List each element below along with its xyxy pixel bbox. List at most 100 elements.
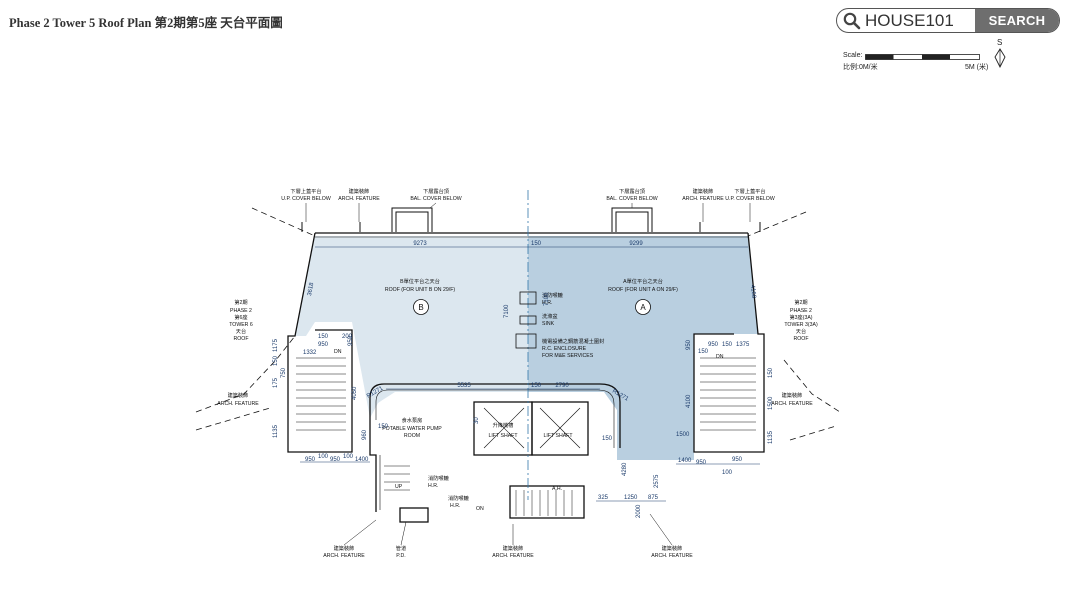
dim-r-950v: 950 (686, 339, 692, 350)
top-up2-zh: 下層上蓋平台 (734, 187, 765, 195)
arch-left-label: ARCH. FEATURE (217, 401, 259, 407)
dim-r-150v: 150 (768, 367, 774, 378)
bot-arch1-zh: 建築裝飾 (334, 544, 355, 552)
bot-pd-zh: 管道 (396, 544, 406, 552)
top-arch-label: ARCH. FEATURE (338, 196, 380, 202)
dim-top-right: 9299 (629, 241, 643, 247)
dim-top-left: 9273 (413, 241, 427, 247)
dim-core-top-mid: 150 (531, 383, 542, 389)
arch-left-zh: 建築裝飾 (228, 391, 249, 399)
dim-l-1400: 1400 (355, 457, 369, 463)
roof-a-label: ROOF (FOR UNIT A ON 29/F) (608, 287, 678, 293)
tower6-label: TOWER 6 (229, 322, 253, 328)
hr2-zh: 消防喉轆 (428, 474, 449, 482)
dim-c-4280: 4280 (622, 462, 628, 476)
unit-b-marker (413, 299, 429, 315)
dim-l-750: 750 (281, 367, 287, 378)
bot-arch3-label: ARCH. FEATURE (651, 553, 693, 559)
leader-lines (305, 202, 751, 546)
search-box: SEARCH (836, 8, 1060, 33)
bot-arch2-zh: 建築裝飾 (503, 544, 524, 552)
dim-core-top-left: 5535 (457, 383, 471, 389)
scale-label: Scale: (843, 52, 863, 59)
sink-label: SINK (542, 321, 555, 327)
dim-r-1400: 1400 (678, 458, 692, 464)
top-bal2-label: BAL. COVER BELOW (606, 196, 657, 202)
dim-r-1500v: 1500 (768, 396, 774, 410)
site-boundary-lines (195, 207, 841, 441)
dn-left-label: DN (334, 349, 342, 355)
equipment-boxes (515, 291, 537, 349)
dim-r-1500: 1500 (676, 432, 690, 438)
tower6-zh: 第6座 (234, 313, 247, 321)
hr3-zh: 消防喉轆 (448, 494, 469, 502)
north-arrow-icon (994, 48, 1006, 68)
dim-r-950c: 950 (696, 460, 707, 466)
pump-zh: 食水泵房 (402, 416, 423, 424)
roof-area-b (295, 236, 528, 418)
top-bal2-zh: 下層露台頂 (619, 187, 646, 195)
dim-c-150: 150 (602, 436, 613, 442)
roof-right-label: ROOF (794, 336, 809, 342)
pump-label-2: ROOM (404, 433, 420, 439)
dim-l-100b: 100 (343, 454, 354, 460)
page-title: Phase 2 Tower 5 Roof Plan 第2期第5座 天台平面圖 (9, 16, 283, 30)
dim-l-950c: 950 (305, 457, 316, 463)
rc-zh: 機電設備之鋼筋混凝土圍封 (542, 337, 604, 345)
dim-l-960: 960 (362, 429, 368, 440)
hr3-label: H.R. (450, 503, 460, 509)
top-bal-label: BAL. COVER BELOW (410, 196, 461, 202)
arch-right-zh: 建築裝飾 (782, 391, 803, 399)
scale-zero-label: 比例:0M/米 (843, 64, 878, 71)
dim-l-175: 175 (273, 377, 279, 388)
dim-r-950d: 950 (732, 457, 743, 463)
dim-r-150b: 150 (722, 342, 733, 348)
roof-left-zh: 天台 (236, 327, 246, 335)
dim-c-2000: 2000 (636, 504, 642, 518)
top-arch2-zh: 建築裝飾 (693, 187, 714, 195)
dim-top-mid: 150 (531, 241, 542, 247)
dim-r-1375: 1375 (736, 342, 750, 348)
hr-zh: 消防喉轆 (542, 291, 563, 299)
lift-shaft-symbols (483, 407, 581, 449)
dim-c-1250: 1250 (624, 495, 638, 501)
phase2-right-zh: 第2期 (794, 298, 807, 306)
dim-c-2575: 2575 (654, 474, 660, 488)
bot-arch1-label: ARCH. FEATURE (323, 553, 365, 559)
dim-r-100: 100 (722, 470, 733, 476)
on-label: ON (476, 506, 484, 512)
bot-arch2-label: ARCH. FEATURE (492, 553, 534, 559)
bot-arch3-zh: 建築裝飾 (662, 544, 683, 552)
dim-l-950: 950 (318, 342, 329, 348)
top-arch-zh: 建築裝飾 (349, 187, 370, 195)
tower3-zh: 第3座(3A) (789, 313, 812, 321)
top-arch2-label: ARCH. FEATURE (682, 196, 724, 202)
dim-core-top-right: 2790 (555, 383, 569, 389)
lift-shaft-1: LIFT SHAFT (488, 433, 518, 439)
phase2-left: PHASE 2 (230, 308, 252, 314)
unit-a-label: A (640, 303, 646, 312)
top-up2-label: U.P. COVER BELOW (725, 196, 775, 202)
dim-l-1332: 1332 (303, 350, 317, 356)
search-field[interactable] (837, 9, 975, 32)
search-input[interactable] (861, 10, 975, 31)
dim-left-diag: 3618 (307, 282, 315, 297)
ahu-label: A.H. (552, 486, 562, 492)
scale-bar-graphic (865, 54, 980, 60)
dim-mid-v1: 7100 (504, 304, 510, 318)
scale-bar: Scale: 比例:0M/米 5M (米) S (843, 38, 1023, 78)
hr-label: H.R. (542, 300, 552, 306)
dim-l-1175: 1175 (273, 338, 279, 352)
scale-end-label: 5M (米) (965, 64, 989, 71)
dim-l-150v: 150 (273, 355, 279, 366)
lift-shaft-2: LIFT SHAFT (543, 433, 573, 439)
dim-c-325: 325 (598, 495, 609, 501)
dim-mid-v2: 7100 (544, 292, 550, 306)
dim-l-950b: 950 (348, 335, 354, 346)
roof-right-zh: 天台 (796, 327, 806, 335)
dim-right-diag: 4168 (749, 285, 756, 300)
search-icon (843, 12, 861, 30)
top-bal-zh: 下層露台頂 (423, 187, 450, 195)
search-button[interactable]: SEARCH (975, 9, 1059, 32)
